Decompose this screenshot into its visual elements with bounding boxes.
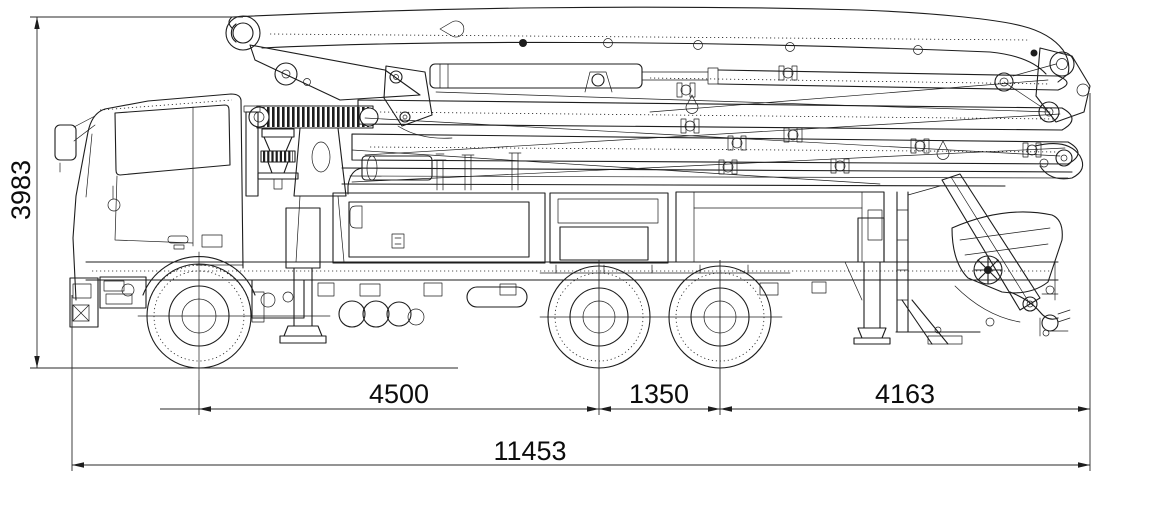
dimension-overall-height: 3983: [6, 16, 458, 369]
dimension-overall-length: 11453: [72, 436, 1090, 468]
boom-assembly: [225, 6, 1091, 312]
dimension-label-height: 3983: [6, 160, 36, 220]
dimension-label-tandem: 1350: [629, 379, 689, 409]
boom-tip-section: [941, 173, 1041, 312]
dimension-label-wheelbase: 4500: [369, 379, 429, 409]
boom-section-4: [351, 133, 1079, 165]
boom-delivery-pipes: [341, 79, 1073, 187]
slewing-drive: [257, 128, 299, 190]
chassis-frame: [85, 261, 1059, 319]
dimension-wheelbase: 4500: [160, 379, 599, 412]
air-tanks: [338, 300, 425, 328]
boom-section-2: [429, 63, 1068, 91]
truck-cab: [54, 93, 265, 328]
pipe-clamps: [676, 65, 1042, 175]
front-outrigger: [279, 207, 327, 344]
boom-section-3: [357, 99, 1073, 131]
dimension-tandem-spacing: 1350: [599, 379, 720, 412]
agitator: [973, 255, 1003, 285]
slewing-gear: [248, 105, 379, 129]
dimension-extension-lines: [71, 93, 1091, 471]
dimension-label-overall-length: 11453: [493, 436, 566, 466]
boom-right-knuckles: [994, 47, 1091, 180]
mirror: [54, 115, 96, 173]
hopper: [895, 185, 1071, 345]
dimension-rear-overhang: 4163: [720, 379, 1090, 412]
turret-pedestal: [243, 105, 347, 263]
dimension-label-rear-overhang: 4163: [875, 379, 935, 409]
front-wheel: [137, 251, 331, 381]
equipment-cabinet: [332, 192, 546, 264]
boom-section-1: [228, 6, 1070, 83]
rear-deck-body: [675, 191, 885, 263]
rear-wheel-2: [539, 265, 783, 369]
rear-outrigger: [844, 217, 891, 345]
deck-box: [549, 192, 669, 264]
boom-pivot-joint: [225, 15, 421, 101]
